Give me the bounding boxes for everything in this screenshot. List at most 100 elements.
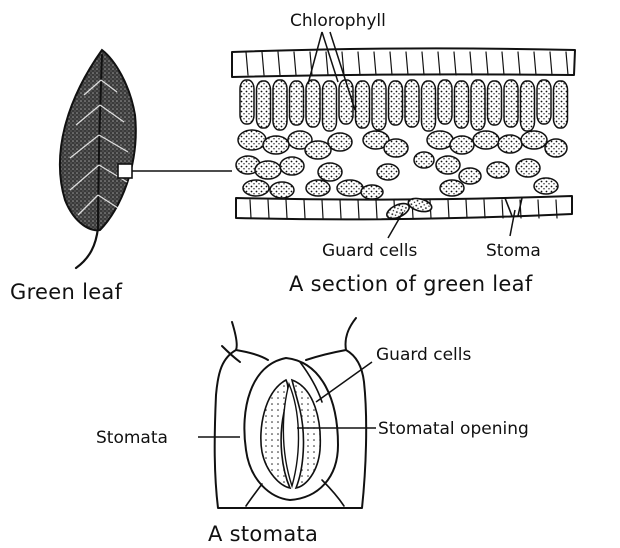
epidermis-cell-wall — [466, 200, 467, 218]
spongy-cell — [337, 180, 363, 196]
subsidiary-divider-3 — [322, 480, 344, 506]
epidermis-cell-wall — [438, 52, 440, 75]
epidermis-cell-wall — [358, 52, 360, 75]
epidermis-cell-wall — [262, 52, 264, 75]
stomata-caption: A stomata — [208, 522, 318, 546]
upper-epidermis-cells — [246, 52, 568, 75]
palisade-cell — [422, 81, 436, 131]
stoma-label: Stoma — [486, 241, 541, 261]
spongy-cell — [306, 180, 330, 196]
spongy-cell — [384, 139, 408, 157]
epidermis-cell-wall — [390, 52, 392, 75]
epidermis-cell-wall — [470, 52, 472, 75]
palisade-layer — [240, 80, 568, 131]
palisade-cell — [504, 80, 518, 127]
spongy-cell — [427, 131, 453, 149]
spongy-cell — [263, 136, 289, 154]
stomata-label: Stomata — [96, 428, 168, 448]
epidermis-cell-wall — [358, 200, 359, 218]
epidermis-cell-wall — [246, 52, 248, 75]
spongy-cell — [280, 157, 304, 175]
epidermis-cell-wall — [484, 200, 485, 218]
epidermis-cell-wall — [376, 200, 377, 218]
spongy-cell — [516, 159, 540, 177]
palisade-cell — [339, 80, 353, 124]
spongy-cell — [243, 180, 269, 196]
palisade-cell — [438, 80, 452, 124]
epidermis-cell-wall — [534, 52, 536, 75]
leaf-section-caption: A section of green leaf — [289, 272, 533, 296]
epidermis-cell-wall — [566, 52, 568, 75]
palisade-cell — [323, 81, 337, 131]
palisade-cell — [356, 81, 370, 128]
epidermis-cell-wall — [406, 52, 408, 75]
spongy-cell — [498, 135, 522, 153]
leaf-sample-box — [118, 164, 132, 178]
spongy-cell — [255, 161, 281, 179]
epidermis-cell-wall — [326, 52, 328, 75]
epidermis-cell-wall — [322, 200, 323, 218]
epidermis-cell-wall — [268, 200, 269, 218]
spongy-cell — [487, 162, 509, 178]
epidermis-cell-wall — [502, 200, 503, 218]
spongy-cell — [414, 152, 434, 168]
palisade-cell — [405, 80, 419, 127]
epidermis-cell-wall — [454, 52, 456, 75]
spongy-cell — [545, 139, 567, 157]
stomata-figure: Guard cells Stomatal opening Stomata — [96, 318, 529, 508]
stomata-guard-cells-label: Guard cells — [376, 345, 472, 365]
leaf-section-figure: Chlorophyll Guard cells Stoma — [232, 11, 575, 261]
stomatal-opening-label: Stomatal opening — [378, 419, 529, 439]
palisade-cell — [240, 80, 254, 124]
upper-epidermis — [232, 48, 575, 77]
spongy-cell — [440, 180, 464, 196]
subsidiary-divider-2 — [246, 484, 262, 506]
section-guard-cells-label: Guard cells — [322, 241, 418, 261]
spongy-cell — [436, 156, 460, 174]
epidermis-cell-wall — [518, 52, 520, 75]
epidermis-cell-wall — [340, 200, 341, 218]
spongy-cell — [238, 130, 266, 150]
epidermis-cell-wall — [304, 200, 305, 218]
spongy-cell — [377, 164, 399, 180]
palisade-cell — [537, 80, 551, 124]
palisade-cell — [455, 81, 469, 128]
spongy-cell — [521, 131, 547, 149]
palisade-cell — [290, 81, 304, 125]
spongy-cell — [305, 141, 331, 159]
spongy-mesophyll — [236, 130, 567, 199]
spongy-cell — [534, 178, 558, 194]
palisade-cell — [471, 80, 485, 130]
palisade-cell — [521, 81, 535, 131]
spongy-cell — [361, 185, 383, 199]
epidermis-cell-wall — [502, 52, 504, 75]
epidermis-cell-wall — [278, 52, 280, 75]
spongy-cell — [450, 136, 474, 154]
spongy-cell — [459, 168, 481, 184]
palisade-cell — [257, 81, 271, 128]
spongy-cell — [270, 182, 294, 198]
stomatal-pore — [283, 384, 298, 486]
green-leaf-caption: Green leaf — [10, 280, 123, 304]
spongy-cell — [328, 133, 352, 151]
epidermis-cell-wall — [448, 200, 449, 218]
spongy-cell — [318, 163, 342, 181]
epidermis-cell-wall — [550, 52, 552, 75]
spongy-cell — [473, 131, 499, 149]
leaf-petiole — [76, 228, 98, 268]
epidermis-cell-wall — [250, 200, 251, 218]
epidermis-cell-wall — [294, 52, 296, 75]
palisade-cell — [554, 81, 568, 128]
epidermis-cell-wall — [286, 200, 287, 218]
epidermis-cell-wall — [486, 52, 488, 75]
palisade-cell — [372, 80, 386, 130]
palisade-cell — [389, 81, 403, 125]
green-leaf-figure — [60, 50, 232, 268]
palisade-cell — [306, 80, 320, 127]
palisade-cell — [273, 80, 287, 130]
chlorophyll-label: Chlorophyll — [290, 11, 386, 31]
epidermis-cell-wall — [374, 52, 376, 75]
epidermis-cell-wall — [422, 52, 424, 75]
palisade-cell — [488, 81, 502, 125]
